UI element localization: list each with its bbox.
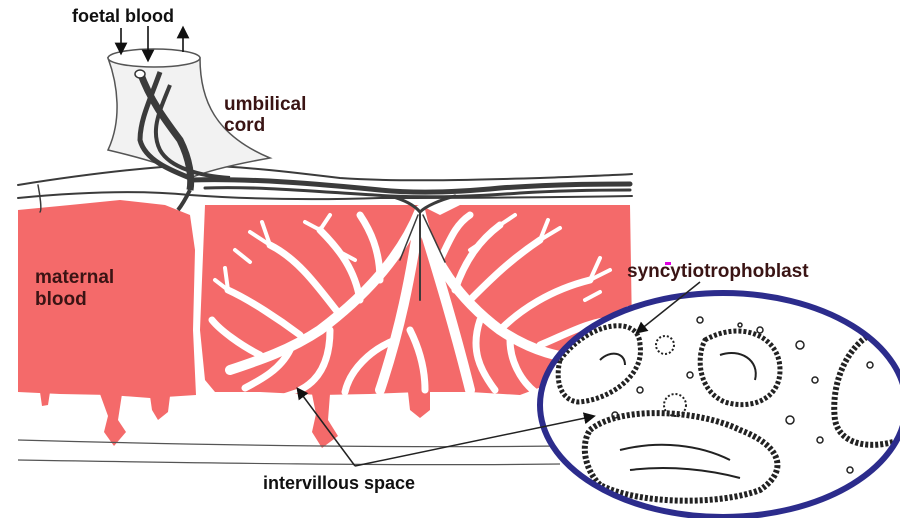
syncytiotrophoblast-label: syncytiotrophoblast [627,262,809,283]
intervillous-space-label: intervillous space [263,474,415,494]
foetal-blood-label: foetal blood [72,7,174,27]
maternal-blood-label-line2: blood [35,290,87,311]
basal-plate-lines [18,440,560,465]
umbilical-cord-label-line2: cord [224,116,265,137]
maternal-blood-label-line1: maternal [35,268,114,289]
magnified-inset [540,293,900,517]
umbilical-cord-label-line1: umbilical [224,95,306,116]
